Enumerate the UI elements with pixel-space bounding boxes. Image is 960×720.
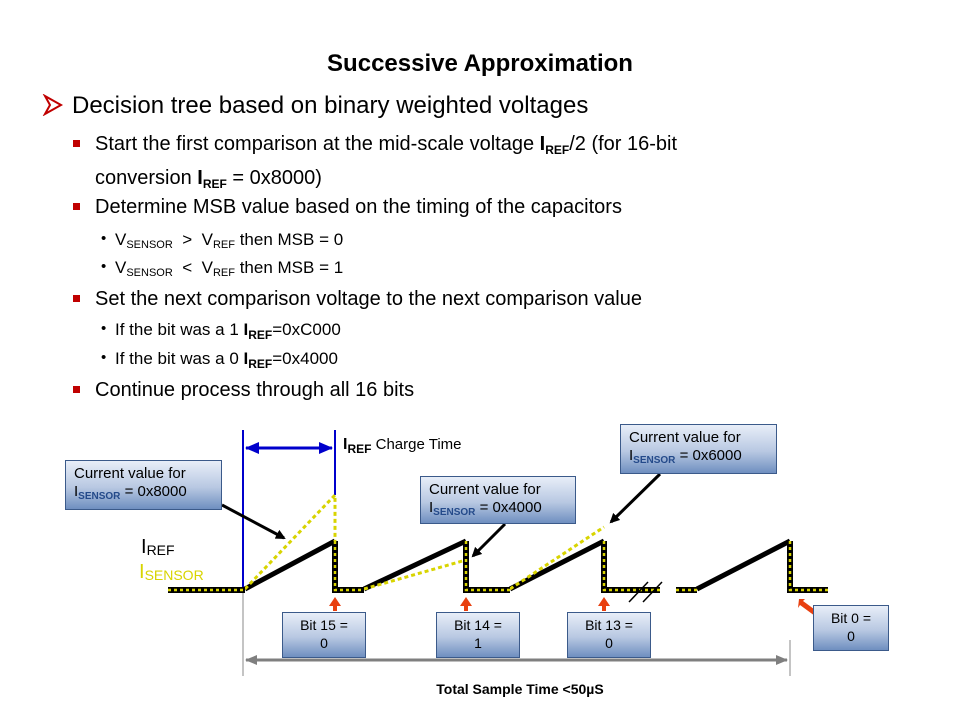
bullet-l1-decision-tree: Decision tree based on binary weighted v… [42, 92, 588, 120]
slide-title: Successive Approximation [327, 50, 633, 77]
square-bullet-icon [73, 140, 80, 147]
iref-waveform [243, 538, 792, 592]
bullet-list: Decision tree based on binary weighted v… [42, 92, 677, 404]
bit-0-box: Bit 0 =0 [813, 605, 889, 651]
bit-13-box: Bit 13 =0 [567, 612, 651, 658]
square-bullet-icon [73, 203, 80, 210]
bullet-l2-next-comparison: Set the next comparison voltage to the n… [73, 285, 642, 313]
arrow-bullet-icon [42, 94, 64, 116]
bit-15-box: Bit 15 =0 [282, 612, 366, 658]
square-bullet-icon [73, 386, 80, 393]
bullet-l2-start-comparison: Start the first comparison at the mid-sc… [73, 130, 677, 198]
break-mark-1 [628, 581, 649, 603]
bullet-l2-continue: Continue process through all 16 bits [73, 376, 414, 404]
callout-value-0x6000: Current value for ISENSOR = 0x6000 [620, 424, 777, 474]
bit-14-box: Bit 14 =1 [436, 612, 520, 658]
callout-value-0x4000: Current value for ISENSOR = 0x4000 [420, 476, 576, 524]
callout-value-0x8000: Current value for ISENSOR = 0x8000 [65, 460, 222, 510]
total-sample-time-label: Total Sample Time <50µS [436, 681, 604, 697]
callout-pointer-3 [609, 472, 662, 524]
iref-label: IREF [141, 536, 175, 558]
bullet-l3-bit-was-0: • If the bit was a 0 IREF=0x4000 [101, 349, 338, 371]
baseline-black [168, 541, 828, 593]
break-mark-2 [642, 581, 663, 603]
bullet-l2-determine-msb: Determine MSB value based on the timing … [73, 193, 622, 221]
charge-time-label: IREF Charge Time [343, 436, 462, 456]
isensor-label: ISENSOR [139, 561, 204, 583]
bullet-l3-msb-0: • VSENSOR > VREF then MSB = 0 [101, 230, 344, 251]
bullet-l3-bit-was-1: • If the bit was a 1 IREF=0xC000 [101, 320, 341, 342]
baseline-yellow [168, 541, 828, 592]
callout-pointer-1 [221, 503, 286, 540]
bullet-l3-msb-1: • VSENSOR < VREF then MSB = 1 [101, 258, 344, 279]
square-bullet-icon [73, 295, 80, 302]
callout-pointer-2 [471, 522, 507, 558]
